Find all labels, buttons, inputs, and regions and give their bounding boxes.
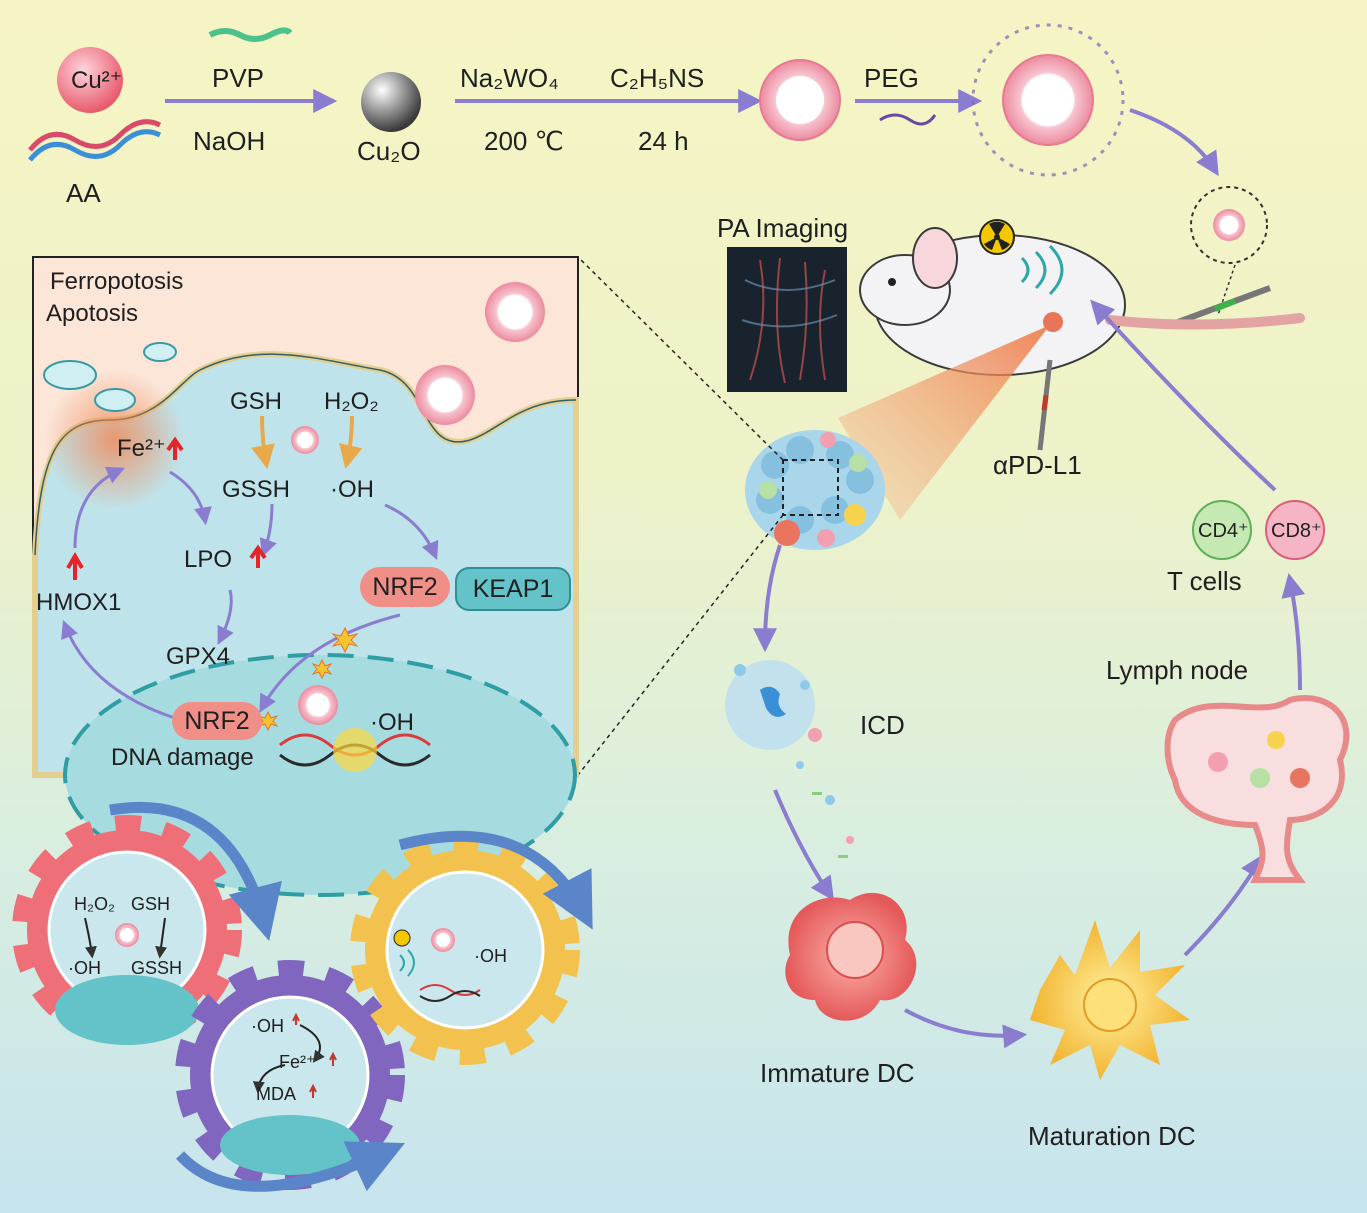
gear1-h2o2: H₂O₂ bbox=[74, 894, 115, 914]
mouse bbox=[859, 227, 1305, 376]
np-panel-4 bbox=[298, 685, 338, 725]
label-time: 24 h bbox=[638, 126, 689, 156]
magnified-particle bbox=[1190, 186, 1268, 264]
cu-ion-sphere bbox=[57, 47, 123, 113]
pvp-polymer bbox=[208, 27, 293, 42]
label-apdl1: αPD-L1 bbox=[993, 450, 1082, 480]
gear-red bbox=[12, 815, 242, 1045]
syringe-tail-vein bbox=[1168, 285, 1272, 328]
mitochondria-icons bbox=[43, 342, 177, 412]
nrf2-nucleus-pill: NRF2 bbox=[172, 702, 262, 740]
gear2-fe: Fe²⁺ bbox=[279, 1052, 316, 1072]
pegylated-nanoparticle bbox=[971, 23, 1125, 177]
label-gsh: GSH bbox=[230, 388, 283, 415]
label-maturation-dc: Maturation DC bbox=[1028, 1121, 1196, 1151]
gear2-oh: ·OH bbox=[251, 1016, 284, 1036]
syringe-apdl1 bbox=[1037, 359, 1053, 451]
label-oh: ·OH bbox=[330, 476, 374, 503]
gear2-mda: MDA bbox=[256, 1084, 296, 1104]
label-dna-damage: DNA damage bbox=[111, 744, 254, 771]
label-aa: AA bbox=[66, 178, 101, 208]
label-na2wo4: Na₂WO₄ bbox=[460, 63, 559, 93]
immature-dc-cell bbox=[785, 892, 917, 1021]
label-lpo: LPO bbox=[184, 546, 233, 573]
hollow-nanoparticle bbox=[759, 59, 841, 141]
label-oh-nucleus: ·OH bbox=[370, 709, 414, 736]
up-arrow-hmox1 bbox=[66, 552, 84, 580]
label-ferroptosis: Ferropotosis bbox=[50, 268, 184, 295]
label-temp: 200 ℃ bbox=[484, 126, 564, 156]
laser-cone bbox=[838, 325, 1050, 520]
label-naoh: NaOH bbox=[193, 126, 266, 156]
nrf2-pill: NRF2 bbox=[360, 567, 450, 607]
tumor-cluster bbox=[745, 430, 885, 550]
label-gpx4: GPX4 bbox=[166, 643, 231, 670]
cycle-arrow-2 bbox=[398, 830, 593, 930]
label-gssh: GSSH bbox=[222, 476, 291, 503]
dna-helix bbox=[279, 728, 431, 772]
cd4-cell bbox=[1192, 500, 1252, 560]
cycle-arrow-1 bbox=[109, 801, 282, 941]
label-c2h5ns: C₂H₅NS bbox=[610, 63, 705, 93]
aa-molecule bbox=[28, 119, 162, 152]
np-panel-2 bbox=[415, 365, 475, 425]
cycle-arrow-3 bbox=[175, 1141, 405, 1192]
label-hmox1: HMOX1 bbox=[36, 589, 122, 616]
pa-image bbox=[727, 247, 847, 392]
gear1-gssh: GSSH bbox=[131, 958, 183, 978]
maturation-dc-cell bbox=[1030, 920, 1190, 1080]
np-panel-3 bbox=[291, 426, 319, 454]
label-cd8: CD8⁺ bbox=[1271, 520, 1322, 542]
cu2o-sphere bbox=[361, 72, 421, 132]
label-immature-dc: Immature DC bbox=[760, 1058, 915, 1088]
lymph-node bbox=[1164, 695, 1350, 883]
label-peg: PEG bbox=[864, 63, 919, 93]
gear1-gsh: GSH bbox=[131, 894, 171, 914]
icd-cell bbox=[725, 660, 854, 858]
gear1-oh: ·OH bbox=[68, 958, 101, 978]
np-panel-1 bbox=[485, 282, 545, 342]
label-cu2o: Cu₂O bbox=[357, 136, 421, 166]
label-pa-imaging: PA Imaging bbox=[717, 213, 849, 243]
label-h2o2: H₂O₂ bbox=[324, 388, 379, 415]
label-t-cells: T cells bbox=[1167, 566, 1242, 596]
label-icd: ICD bbox=[860, 710, 905, 740]
label-lymph-node: Lymph node bbox=[1106, 655, 1249, 685]
label-fe: Fe²⁺ bbox=[117, 435, 166, 462]
up-arrow-fe bbox=[166, 436, 184, 460]
label-cd4: CD4⁺ bbox=[1198, 520, 1249, 542]
radiation-symbol bbox=[979, 219, 1015, 255]
label-pvp: PVP bbox=[212, 63, 265, 93]
gear3-oh: ·OH bbox=[474, 946, 507, 966]
cd8-cell bbox=[1265, 500, 1325, 560]
label-cu-ion: Cu²⁺ bbox=[71, 67, 123, 94]
up-arrow-lpo bbox=[249, 544, 267, 568]
label-apoptosis: Apotosis bbox=[46, 300, 139, 327]
gear-yellow bbox=[350, 835, 580, 1065]
gear-purple bbox=[175, 960, 405, 1190]
keap1-pill: KEAP1 bbox=[455, 567, 571, 611]
